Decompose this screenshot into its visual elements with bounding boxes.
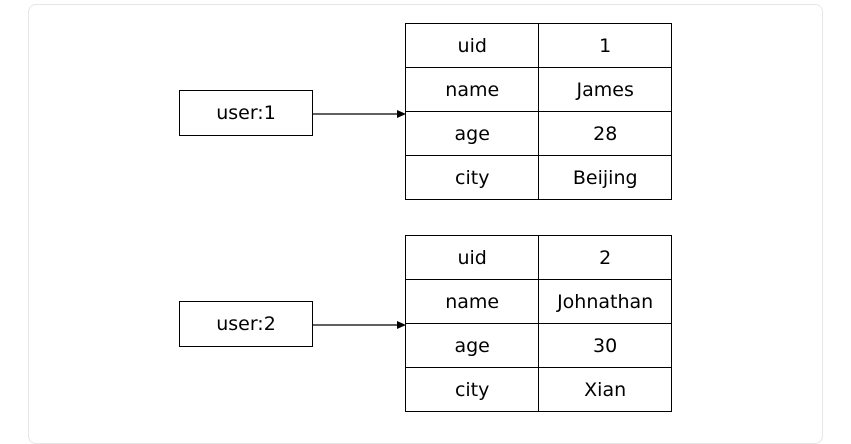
table-row: age 30 bbox=[404, 323, 672, 368]
field-cell: uid bbox=[404, 235, 540, 280]
key-box-user-1: user:1 bbox=[179, 90, 313, 136]
key-label: user:2 bbox=[216, 313, 276, 335]
field-cell: name bbox=[404, 279, 540, 324]
hash-table-user-2: uid 2 name Johnathan age 30 city Xian bbox=[404, 235, 672, 412]
value-cell: 2 bbox=[538, 235, 672, 280]
table-row: uid 1 bbox=[404, 23, 672, 68]
value-cell: James bbox=[538, 67, 672, 112]
table-row: uid 2 bbox=[404, 235, 672, 280]
key-label: user:1 bbox=[216, 102, 276, 124]
table-row: city Xian bbox=[404, 367, 672, 412]
field-cell: city bbox=[404, 367, 540, 412]
arrow-right-icon bbox=[313, 110, 406, 118]
key-box-user-2: user:2 bbox=[179, 301, 313, 347]
table-row: name James bbox=[404, 67, 672, 112]
value-cell: Xian bbox=[538, 367, 672, 412]
value-cell: 28 bbox=[538, 111, 672, 156]
field-cell: name bbox=[404, 67, 540, 112]
value-cell: 1 bbox=[538, 23, 672, 68]
redis-hash-diagram: user:1 uid 1 name James age 28 city Beij… bbox=[179, 23, 672, 412]
value-cell: 30 bbox=[538, 323, 672, 368]
field-cell: age bbox=[404, 323, 540, 368]
value-cell: Johnathan bbox=[538, 279, 672, 324]
field-cell: city bbox=[404, 155, 540, 200]
table-row: age 28 bbox=[404, 111, 672, 156]
field-cell: uid bbox=[404, 23, 540, 68]
hash-table-user-1: uid 1 name James age 28 city Beijing bbox=[404, 23, 672, 200]
table-row: city Beijing bbox=[404, 155, 672, 200]
table-row: name Johnathan bbox=[404, 279, 672, 324]
field-cell: age bbox=[404, 111, 540, 156]
value-cell: Beijing bbox=[538, 155, 672, 200]
arrow-right-icon bbox=[313, 321, 406, 329]
